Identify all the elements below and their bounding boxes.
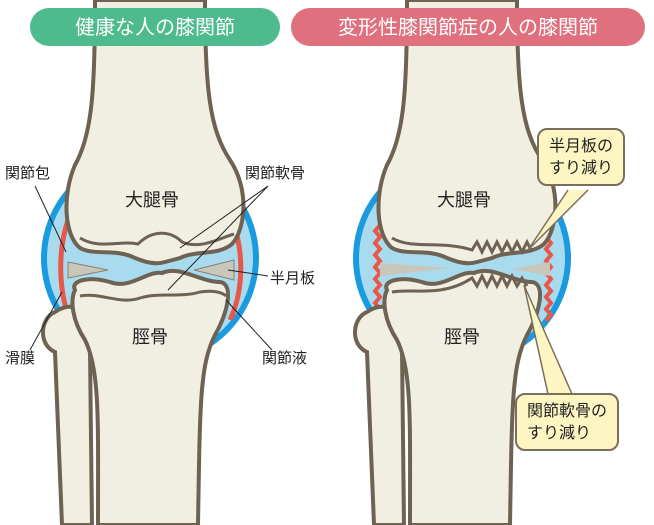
label-articular-cartilage: 関節軟骨	[245, 164, 306, 182]
oa-knee	[352, 0, 571, 525]
tibia-fibula	[352, 268, 543, 525]
label-synovium: 滑膜	[5, 349, 36, 367]
callout-line-2: すり減り	[527, 423, 592, 442]
callout-pointer-meniscus	[527, 189, 589, 251]
label-meniscus: 半月板	[270, 269, 316, 287]
label-femur-oa: 大腿骨	[437, 190, 491, 211]
callout-line-2: すり減り	[549, 158, 614, 177]
meniscus-left-worn	[380, 263, 452, 276]
label-tibia-oa: 脛骨	[444, 327, 480, 348]
callout-line-1: 関節軟骨の	[527, 401, 608, 420]
label-joint-capsule: 関節包	[5, 164, 51, 182]
meniscus-right-worn	[512, 262, 550, 276]
tibia-cartilage	[79, 289, 228, 302]
label-femur: 大腿骨	[125, 190, 179, 211]
oa-knee-header: 変形性膝関節症の人の膝関節	[291, 8, 645, 46]
healthy-knee-header: 健康な人の膝関節	[30, 8, 280, 46]
meniscus-right	[193, 259, 235, 281]
tibia-fibula	[40, 268, 231, 525]
label-tibia: 脛骨	[132, 327, 168, 348]
label-synovial-fluid: 関節液	[262, 349, 308, 367]
leader-lines	[29, 185, 273, 351]
femur-cartilage	[79, 231, 235, 247]
healthy-knee	[29, 0, 273, 525]
synovium-left-inflamed	[372, 223, 383, 317]
callout-line-1: 半月板の	[549, 136, 614, 155]
tibia-cartilage-worn	[391, 272, 529, 294]
callout-pointer-cartilage	[523, 284, 573, 395]
femur-cartilage-worn	[391, 236, 534, 256]
meniscus-left	[67, 261, 109, 279]
callout-meniscus-wear: 半月板の すり減り	[537, 128, 626, 186]
callout-cartilage-wear: 関節軟骨の すり減り	[515, 393, 620, 451]
